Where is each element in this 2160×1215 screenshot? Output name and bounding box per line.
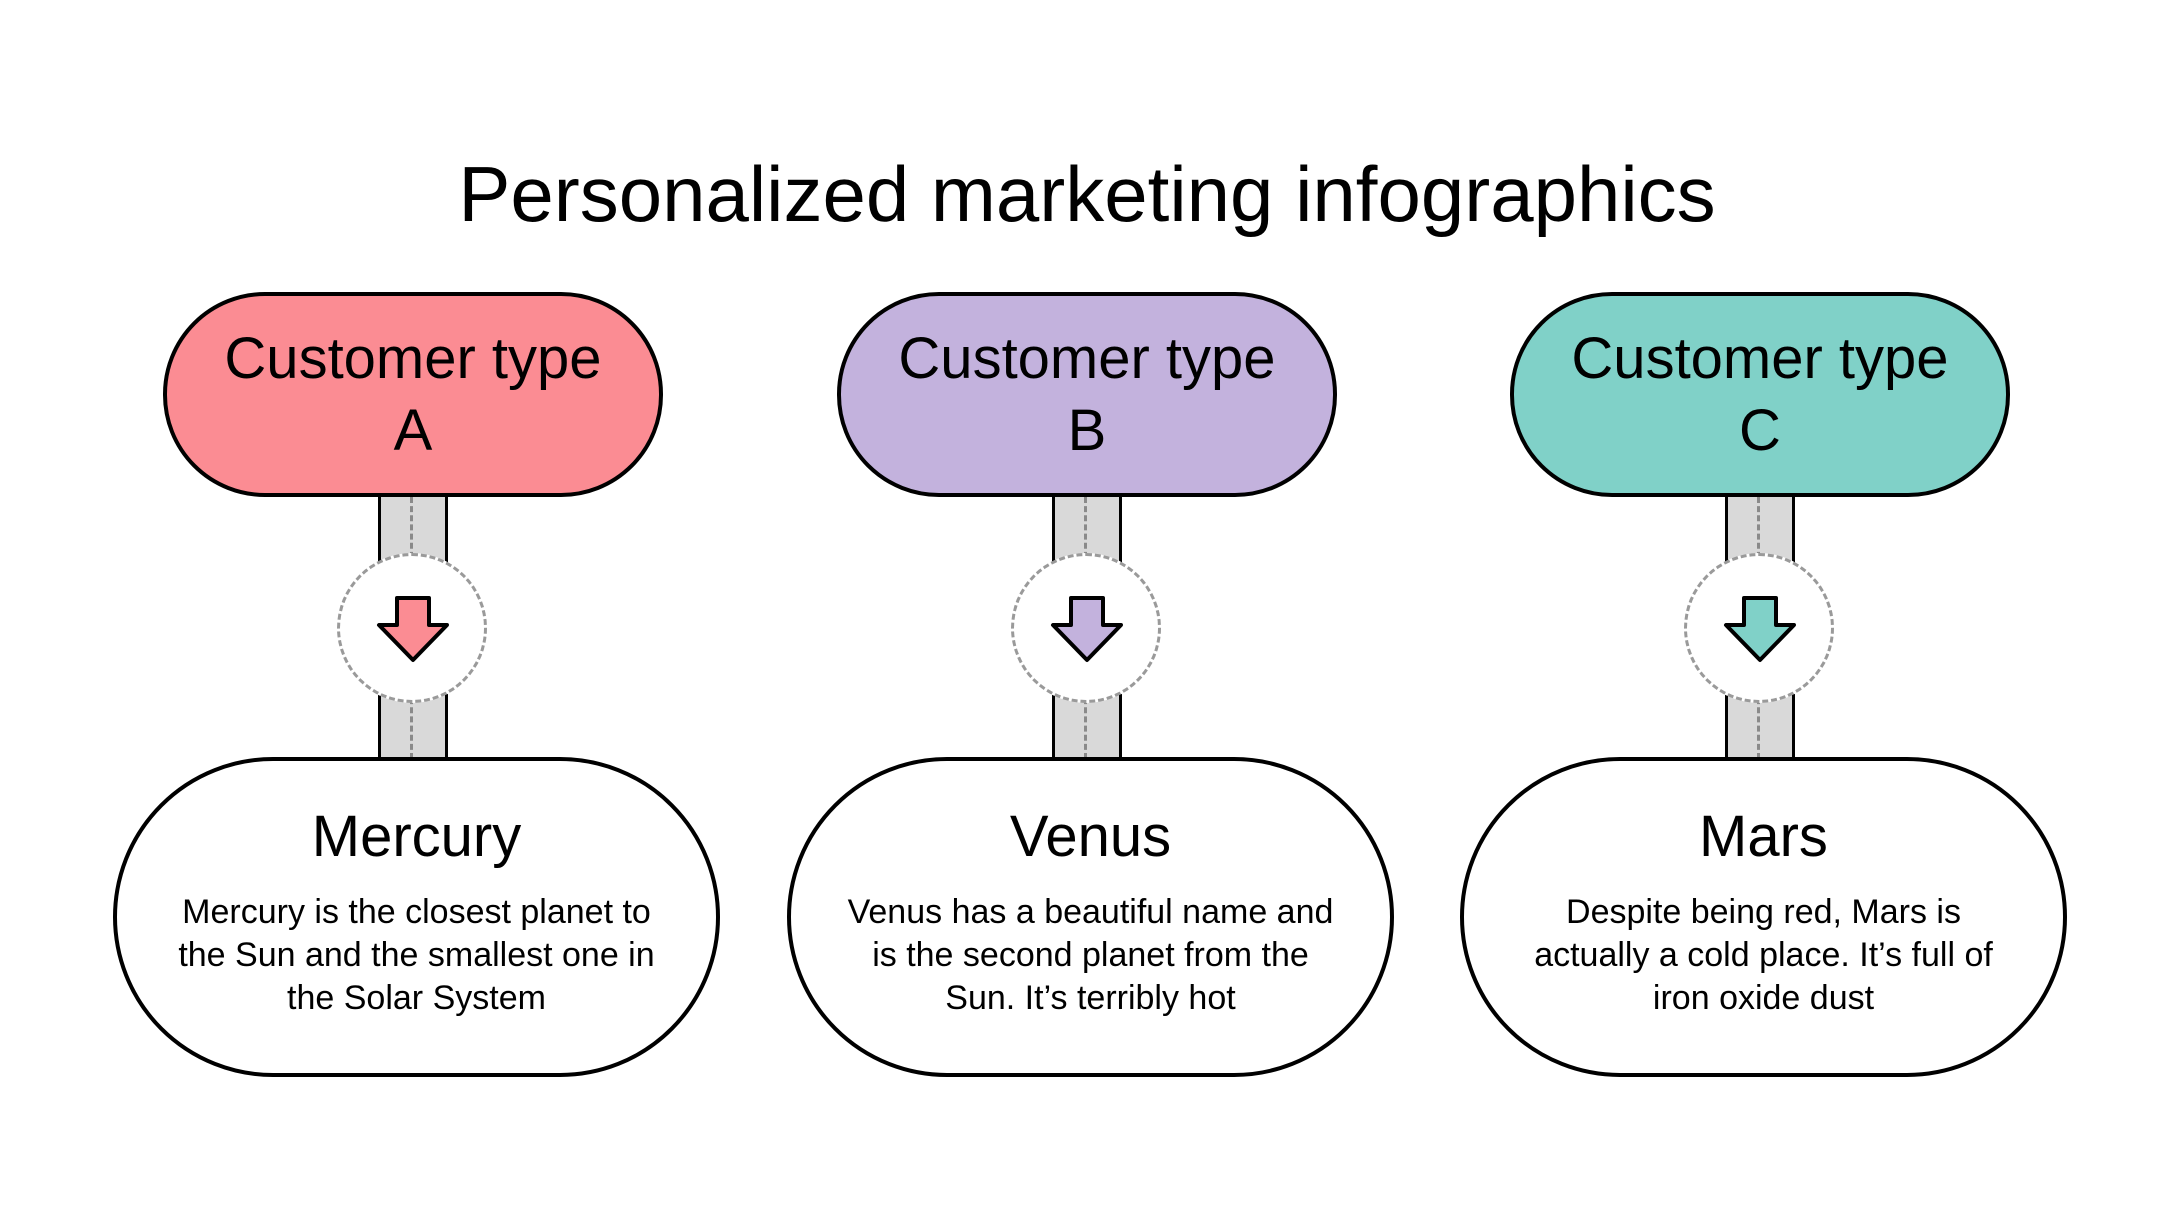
planet-card-venus: Venus Venus has a beautiful name and is … [787, 757, 1394, 1077]
customer-type-label: Customer type C [1571, 325, 1949, 463]
customer-type-pill-a: Customer type A [163, 292, 663, 497]
customer-type-label: Customer type B [898, 325, 1276, 463]
customer-column-c: Customer type C Mars Despite being red, … [1460, 0, 2067, 1215]
planet-card-mercury: Mercury Mercury is the closest planet to… [113, 757, 720, 1077]
customer-type-pill-c: Customer type C [1510, 292, 2010, 497]
planet-name: Venus [1009, 804, 1172, 869]
customer-column-a: Customer type A Mercury Mercury is the c… [113, 0, 720, 1215]
page-title: Personalized marketing infographics [458, 150, 1716, 239]
planet-description: Despite being red, Mars is actually a co… [1534, 893, 1993, 1017]
planet-description: Mercury is the closest planet to the Sun… [178, 893, 655, 1017]
customer-column-b: Customer type B Venus Venus has a beauti… [787, 0, 1394, 1215]
customer-type-pill-b: Customer type B [837, 292, 1337, 497]
arrow-down-icon [1724, 596, 1796, 662]
planet-name: Mercury [311, 804, 522, 869]
planet-name: Mars [1699, 804, 1828, 869]
planet-description: Venus has a beautiful name and is the se… [847, 893, 1334, 1017]
arrow-down-icon [1051, 596, 1123, 662]
customer-type-label: Customer type A [224, 325, 602, 463]
planet-card-mars: Mars Despite being red, Mars is actually… [1460, 757, 2067, 1077]
arrow-down-icon [377, 596, 449, 662]
